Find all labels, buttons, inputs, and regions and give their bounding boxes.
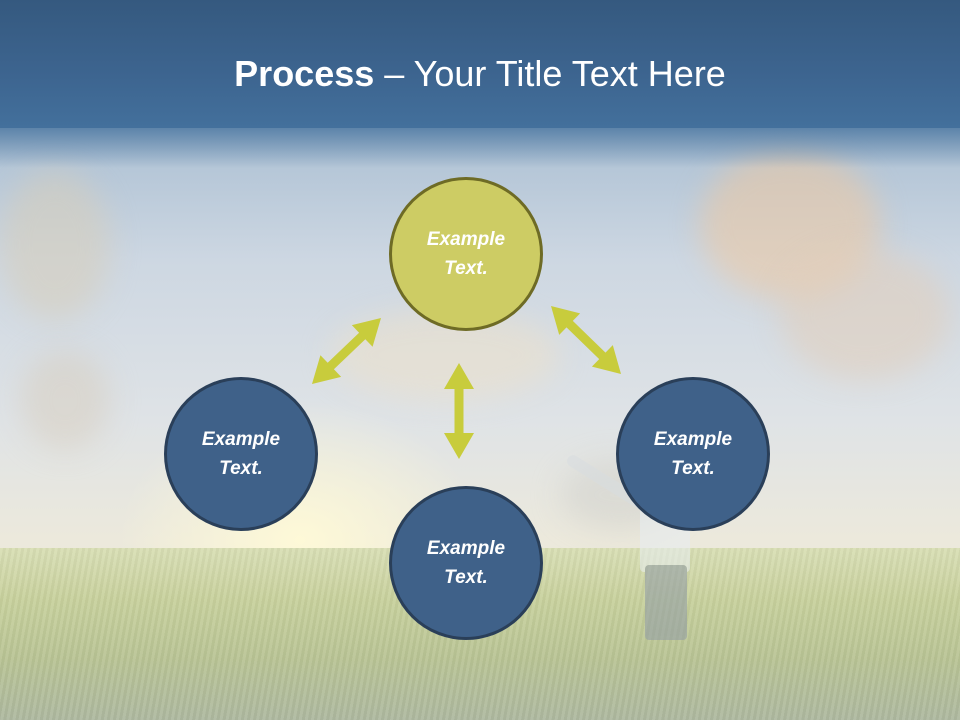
background-field [0,548,960,720]
node-label: Example Text. [653,429,733,479]
arrow-top-bottom [444,363,474,459]
title-rest-part: – Your Title Text Here [374,53,726,94]
process-node-bottom[interactable]: Example Text. [389,486,543,640]
node-label: Example Text. [201,429,281,479]
slide-title: Process – Your Title Text Here [0,52,960,96]
double-arrow-shape [444,363,474,459]
arrow-top-right [551,306,621,374]
cloud-shape [0,170,110,320]
double-arrow-shape [312,318,381,385]
node-label: Example Text. [426,538,506,588]
title-bar: Process – Your Title Text Here [0,0,960,168]
arrow-top-left [312,318,381,385]
cloud-shape [780,250,950,380]
process-node-top[interactable]: Example Text. [389,177,543,331]
double-arrow-shape [551,306,621,374]
cloud-shape [20,350,110,450]
node-label: Example Text. [426,229,506,279]
process-node-right[interactable]: Example Text. [616,377,770,531]
title-bold-part: Process [234,53,375,94]
process-node-left[interactable]: Example Text. [164,377,318,531]
